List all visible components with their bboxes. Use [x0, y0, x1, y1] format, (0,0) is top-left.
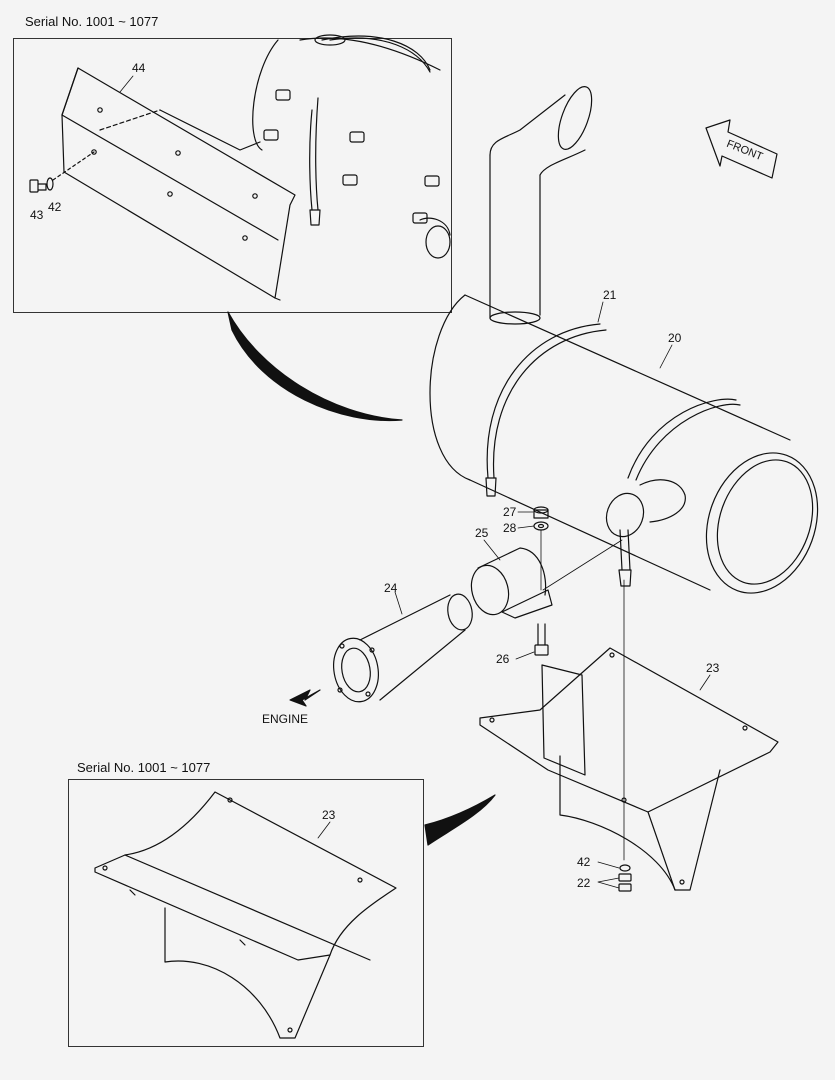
clamp-25 — [470, 547, 553, 619]
engine-arrow — [289, 689, 321, 707]
bracket-23 — [479, 539, 779, 891]
callout-23-inset: 23 — [322, 808, 336, 822]
callout-42-bottom: 42 — [577, 855, 591, 869]
inset-bottom-drawing — [94, 791, 397, 1039]
inset-top — [13, 38, 452, 313]
bolt-43 — [29, 179, 47, 193]
callout-27: 27 — [503, 505, 517, 519]
washer-42 — [46, 177, 54, 191]
inset-bottom — [68, 779, 424, 1047]
engine-label: ENGINE — [262, 712, 308, 726]
callout-24: 24 — [384, 581, 398, 595]
callout-43: 43 — [30, 208, 44, 222]
hardware-42-22 — [618, 864, 632, 892]
strap-21 — [485, 323, 632, 587]
serial-number-top: Serial No. 1001 ~ 1077 — [25, 14, 159, 29]
bolt-26 — [534, 623, 549, 656]
callout-22: 22 — [577, 876, 591, 890]
callout-25: 25 — [475, 526, 489, 540]
nut-27 — [533, 506, 549, 519]
arrow-top — [227, 311, 403, 422]
stud-nuts — [263, 89, 440, 224]
callout-23: 23 — [706, 661, 720, 675]
front-arrow — [705, 119, 778, 179]
callout-20: 20 — [668, 331, 682, 345]
callout-44: 44 — [132, 61, 146, 75]
washer-28 — [533, 521, 549, 531]
inset-top-drawing — [29, 34, 451, 301]
muffler-20 — [429, 86, 819, 594]
serial-number-bottom: Serial No. 1001 ~ 1077 — [77, 760, 211, 775]
pipe-24 — [333, 593, 473, 703]
arrow-bottom — [424, 794, 496, 846]
callout-42-top: 42 — [48, 200, 62, 214]
callout-26: 26 — [496, 652, 510, 666]
callout-21: 21 — [603, 288, 617, 302]
callout-28: 28 — [503, 521, 517, 535]
